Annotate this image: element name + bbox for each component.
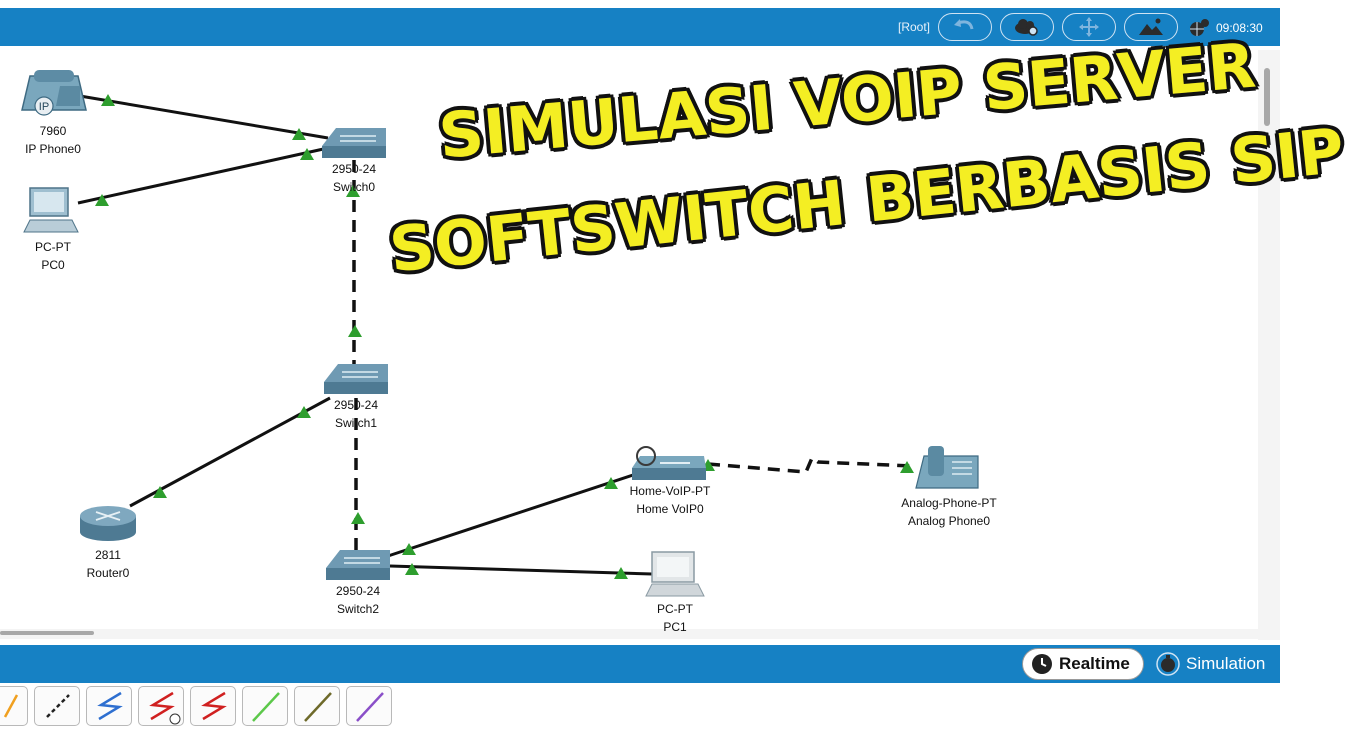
switch2-model: 2950-24 — [335, 584, 381, 598]
switch1-name: Switch1 — [334, 416, 378, 430]
phone-cable-tool[interactable] — [294, 686, 340, 726]
vertical-scroll-thumb[interactable] — [1264, 68, 1270, 126]
simulation-mode-button[interactable]: Simulation — [1148, 648, 1280, 680]
stopwatch-icon — [1156, 652, 1180, 676]
logical-workspace[interactable] — [0, 50, 1259, 628]
top-toolbar: [Root] 09:08:30 — [0, 8, 1280, 46]
router0-model: 2811 — [95, 548, 121, 562]
fiber-icon — [252, 692, 280, 722]
ipphone-name: IP Phone0 — [25, 142, 81, 156]
cable-switch2-homevoip — [387, 472, 637, 558]
horizontal-scroll-thumb[interactable] — [0, 631, 94, 635]
realtime-mode-button[interactable]: Realtime — [1022, 648, 1144, 680]
image-button[interactable] — [1124, 13, 1178, 41]
serial-dce-tool[interactable] — [190, 686, 236, 726]
coaxial-tool[interactable] — [346, 686, 392, 726]
clock-icon — [1032, 654, 1052, 674]
image-icon — [1139, 18, 1163, 35]
pc0-icon[interactable] — [23, 187, 79, 233]
switch0-model: 2950-24 — [331, 162, 377, 176]
pc1-label: PC-PT PC1 — [630, 600, 720, 634]
analog-phone-icon[interactable] — [915, 446, 979, 489]
phone-cable-icon — [304, 692, 332, 722]
pc0-model: PC-PT — [35, 240, 71, 254]
switch0-name: Switch0 — [332, 180, 376, 194]
copper-straight-tool[interactable] — [86, 686, 132, 726]
router0-icon[interactable] — [80, 506, 136, 541]
ipphone-label: 7960 IP Phone0 — [8, 122, 98, 158]
pc1-icon[interactable] — [645, 551, 705, 597]
switch2-icon[interactable] — [326, 550, 390, 580]
router0-label: 2811 Router0 — [63, 546, 153, 582]
switch2-label: 2950-24 Switch2 — [313, 582, 403, 618]
switch0-label: 2950-24 Switch0 — [309, 160, 399, 196]
analog-model: Analog-Phone-PT — [901, 496, 997, 510]
cable-ipphone-switch0 — [79, 94, 329, 140]
root-label[interactable]: [Root] — [898, 20, 931, 34]
switch1-icon[interactable] — [324, 364, 388, 394]
realtime-label: Realtime — [1059, 654, 1130, 673]
analog-label: Analog-Phone-PT Analog Phone0 — [884, 494, 1014, 530]
svg-text:IP: IP — [39, 101, 49, 113]
console-cable-icon — [46, 694, 70, 718]
cable-router0-switch1 — [129, 396, 331, 508]
back-icon — [954, 19, 974, 30]
vertical-scrollbar[interactable] — [1258, 50, 1280, 640]
switch0-icon[interactable] — [322, 128, 386, 158]
homevoip-model: Home-VoIP-PT — [629, 484, 711, 498]
copper-cross-icon — [149, 691, 181, 725]
phone-cable-homevoip-analog — [707, 455, 913, 474]
horizontal-scrollbar[interactable] — [0, 629, 1258, 639]
back-button[interactable] — [938, 13, 992, 41]
auto-connection-tool[interactable] — [0, 686, 28, 726]
fiber-tool[interactable] — [242, 686, 288, 726]
pc0-name: PC0 — [41, 258, 65, 272]
ip-phone-icon[interactable]: IP — [21, 70, 87, 116]
analog-name: Analog Phone0 — [907, 514, 991, 528]
coaxial-icon — [356, 692, 384, 722]
globe-icon — [1190, 19, 1209, 36]
ipphone-model: 7960 — [39, 124, 67, 138]
console-cable-tool[interactable] — [34, 686, 80, 726]
cable-pc0-switch0 — [77, 146, 329, 205]
switch1-label: 2950-24 Switch1 — [311, 396, 401, 432]
router0-name: Router0 — [86, 566, 130, 580]
switch2-name: Switch2 — [336, 602, 380, 616]
clock-text: 09:08:30 — [1216, 21, 1263, 35]
serial-dce-icon — [201, 691, 227, 721]
cloud-icon — [1015, 19, 1038, 36]
copper-cross-tool[interactable] — [138, 686, 184, 726]
copper-straight-icon — [97, 691, 123, 721]
pc1-model: PC-PT — [657, 602, 693, 616]
move-button[interactable] — [1062, 13, 1116, 41]
auto-cable-icon — [3, 694, 19, 718]
pc0-label: PC-PT PC0 — [8, 238, 98, 274]
homevoip-label: Home-VoIP-PT Home VoIP0 — [610, 482, 730, 518]
cloud-button[interactable] — [1000, 13, 1054, 41]
cable-switch2-pc1 — [389, 564, 653, 576]
move-icon — [1079, 17, 1099, 37]
pc1-name: PC1 — [663, 620, 687, 634]
topology-links: IP — [21, 70, 979, 597]
homevoip-name: Home VoIP0 — [636, 502, 704, 516]
globe-button[interactable] — [1184, 13, 1214, 41]
switch1-model: 2950-24 — [333, 398, 379, 412]
simulation-label: Simulation — [1186, 654, 1266, 673]
home-voip-icon[interactable] — [632, 446, 706, 480]
